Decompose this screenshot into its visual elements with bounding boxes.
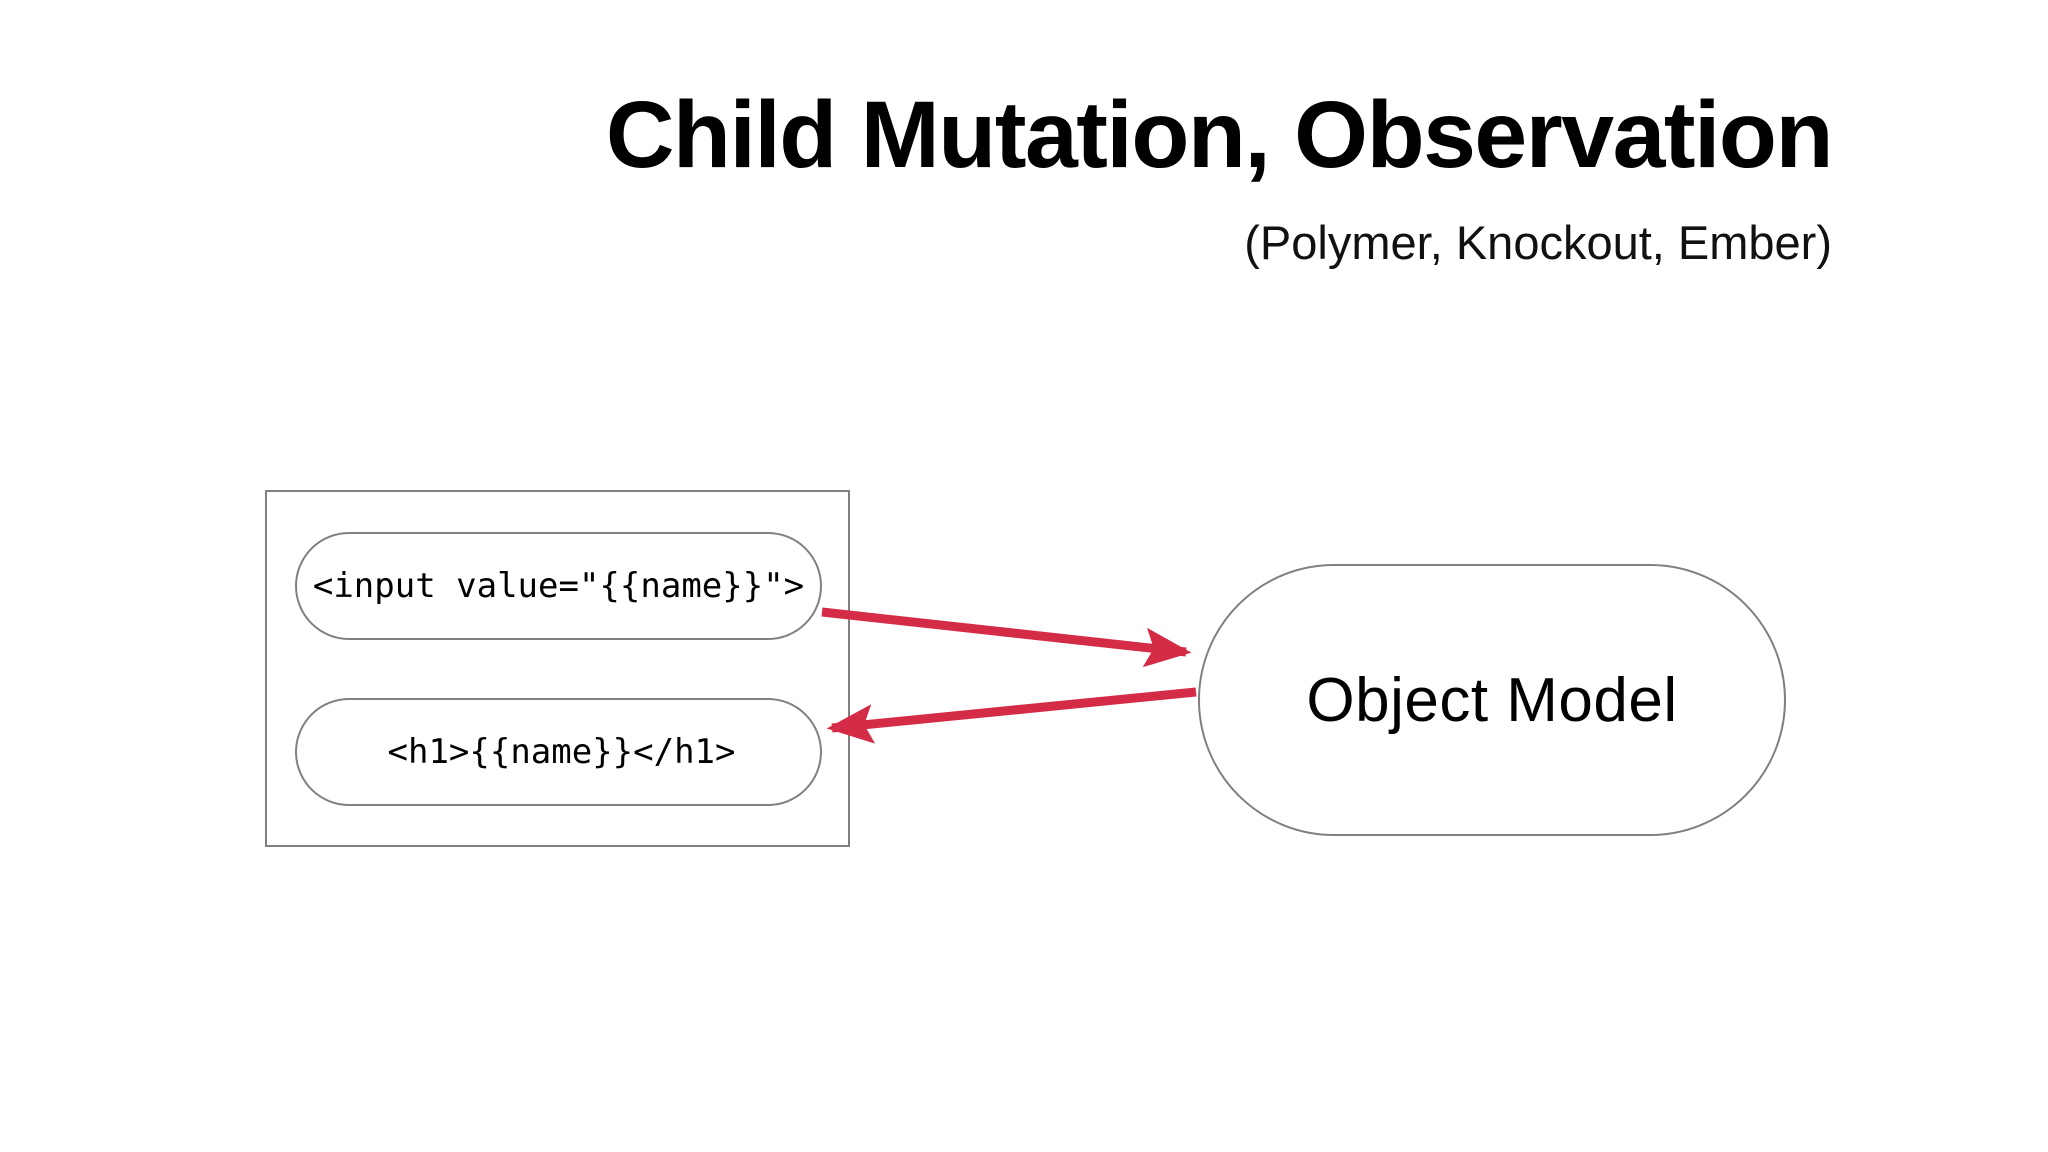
title-block: Child Mutation, Observation (Polymer, Kn… [0, 0, 1860, 269]
code-pill-h1-label: <h1>{{name}}</h1> [387, 732, 736, 772]
object-model-node[interactable]: Object Model [1198, 564, 1786, 836]
arrow-input-to-model [821, 607, 1192, 668]
code-pill-input-label: <input value="{{name}}"> [312, 566, 805, 606]
code-pill-input[interactable]: <input value="{{name}}"> [295, 532, 822, 640]
page-title: Child Mutation, Observation [605, 82, 1834, 188]
object-model-label: Object Model [1306, 665, 1678, 735]
code-pill-h1[interactable]: <h1>{{name}}</h1> [295, 698, 822, 806]
arrow-model-to-h1 [826, 687, 1197, 744]
page-subtitle: (Polymer, Knockout, Ember) [1244, 216, 1832, 269]
